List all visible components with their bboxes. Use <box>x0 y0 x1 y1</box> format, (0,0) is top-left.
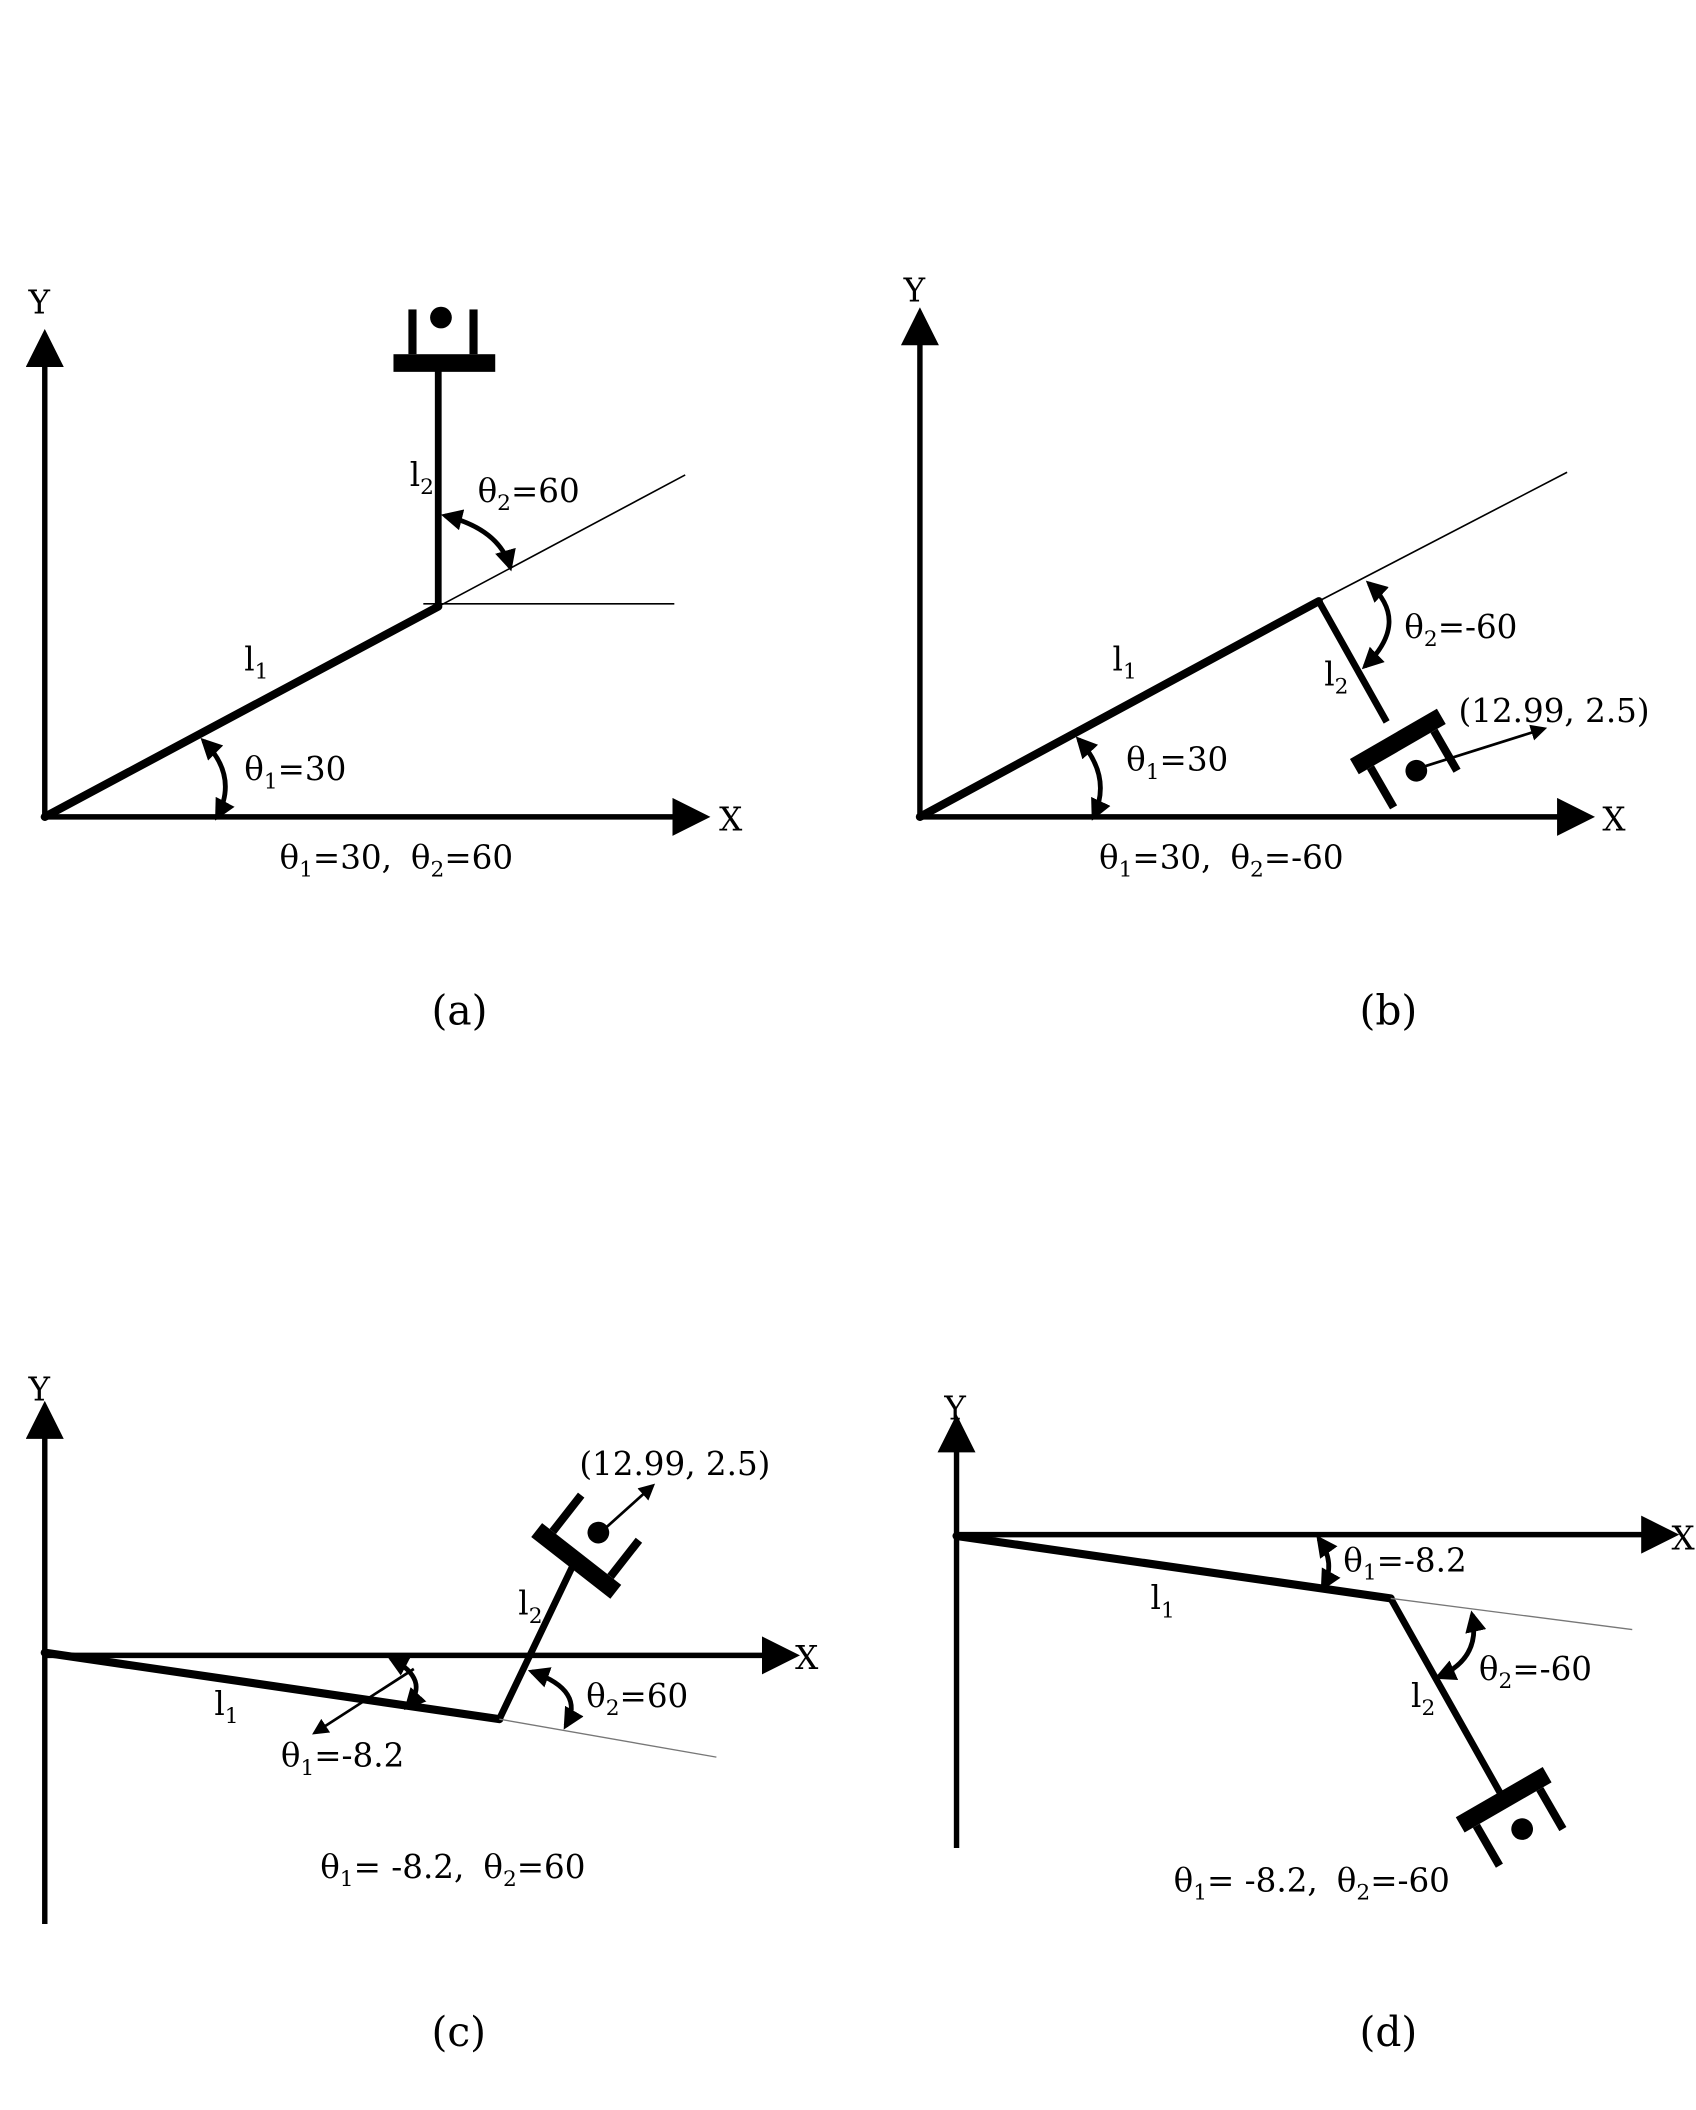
theta1-pointer-arrow <box>312 1667 415 1735</box>
x-axis-label: X <box>719 800 743 838</box>
link-2 <box>1315 599 1390 724</box>
theta2-label: θ2=60 <box>478 472 580 516</box>
theta1-arc-arrow <box>1316 1535 1341 1592</box>
x-axis-label: X <box>1672 1520 1696 1558</box>
theta2-arc-arrow <box>527 1667 584 1730</box>
theta2-arc-arrow <box>1361 580 1392 670</box>
panel-a: Y X l1 l2 θ1=30 θ2=60 θ1=30,θ2=60 (a) <box>25 284 743 1034</box>
configuration-summary: θ1= -8.2,θ2=60 <box>320 1848 585 1892</box>
link-2-label: l2 <box>518 1585 542 1629</box>
link-1-extension-line <box>499 1718 717 1758</box>
theta1-arc-arrow <box>1075 736 1111 821</box>
gripper-icon <box>1455 1767 1567 1868</box>
theta1-arc-arrow <box>386 1656 427 1711</box>
theta1-arc-arrow <box>200 737 235 821</box>
panel-caption: (d) <box>1360 2008 1418 2056</box>
y-axis-label: Y <box>943 1389 966 1427</box>
gripper-icon <box>531 1492 643 1599</box>
theta2-arc-arrow <box>440 509 516 572</box>
theta1-label: θ1=-8.2 <box>281 1737 404 1781</box>
panel-d: Y X l1 l2 θ1=-8.2 θ2=-60 θ1= -8.2,θ2=-60… <box>937 1389 1696 2056</box>
link-1 <box>40 1648 504 1724</box>
configuration-summary: θ1=30,θ2=60 <box>280 838 514 882</box>
link-1-label: l1 <box>1151 1579 1175 1623</box>
link-1-label: l1 <box>244 640 268 684</box>
link-2-label: l2 <box>1411 1677 1435 1721</box>
link-1-label: l1 <box>1113 640 1137 684</box>
y-axis-label: Y <box>27 284 50 322</box>
end-effector-pointer-arrow <box>1418 724 1548 770</box>
configuration-summary: θ1=30,θ2=-60 <box>1099 838 1344 882</box>
x-axis-label: X <box>795 1639 819 1677</box>
panel-caption: (c) <box>431 2008 486 2056</box>
link-2-label: l2 <box>1324 655 1348 699</box>
theta1-label: θ1=30 <box>1126 741 1228 785</box>
panel-caption: (b) <box>1360 986 1418 1034</box>
gripper-icon <box>393 306 496 372</box>
theta2-label: θ2=-60 <box>1479 1650 1592 1694</box>
theta2-label: θ2=60 <box>586 1677 688 1721</box>
end-effector-pointer-arrow <box>598 1483 656 1535</box>
link-1 <box>915 597 1323 821</box>
link-1-extension-line <box>1390 1597 1633 1631</box>
end-effector-coordinate: (12.99, 2.5) <box>1459 692 1650 730</box>
link-1-extension-line <box>437 474 686 608</box>
end-effector-coordinate: (12.99, 2.5) <box>579 1445 770 1483</box>
theta2-arc-arrow <box>1434 1610 1487 1681</box>
panel-caption: (a) <box>431 986 487 1034</box>
link-1-extension-line <box>1318 471 1568 602</box>
link-1 <box>40 602 443 821</box>
theta1-label: θ1=-8.2 <box>1343 1541 1466 1585</box>
link-1-label: l1 <box>214 1685 238 1729</box>
y-axis-label: Y <box>27 1370 50 1408</box>
link-2 <box>1387 1596 1504 1796</box>
link-2-label: l2 <box>410 456 434 500</box>
theta2-label: θ2=-60 <box>1404 608 1517 652</box>
theta1-label: θ1=30 <box>244 750 346 794</box>
y-axis-label: Y <box>903 271 926 309</box>
configuration-summary: θ1= -8.2,θ2=-60 <box>1174 1861 1450 1905</box>
panel-c: Y X (12.99, 2.5) l1 l2 θ1=-8.2 θ2=60 θ1=… <box>25 1370 819 2056</box>
x-axis-label: X <box>1602 800 1626 838</box>
gripper-icon <box>1349 708 1461 810</box>
panel-b: Y X (12.99, 2.5) l1 l2 θ1=30 θ2=-60 θ1=3… <box>900 271 1650 1034</box>
link-2 <box>496 1556 580 1721</box>
